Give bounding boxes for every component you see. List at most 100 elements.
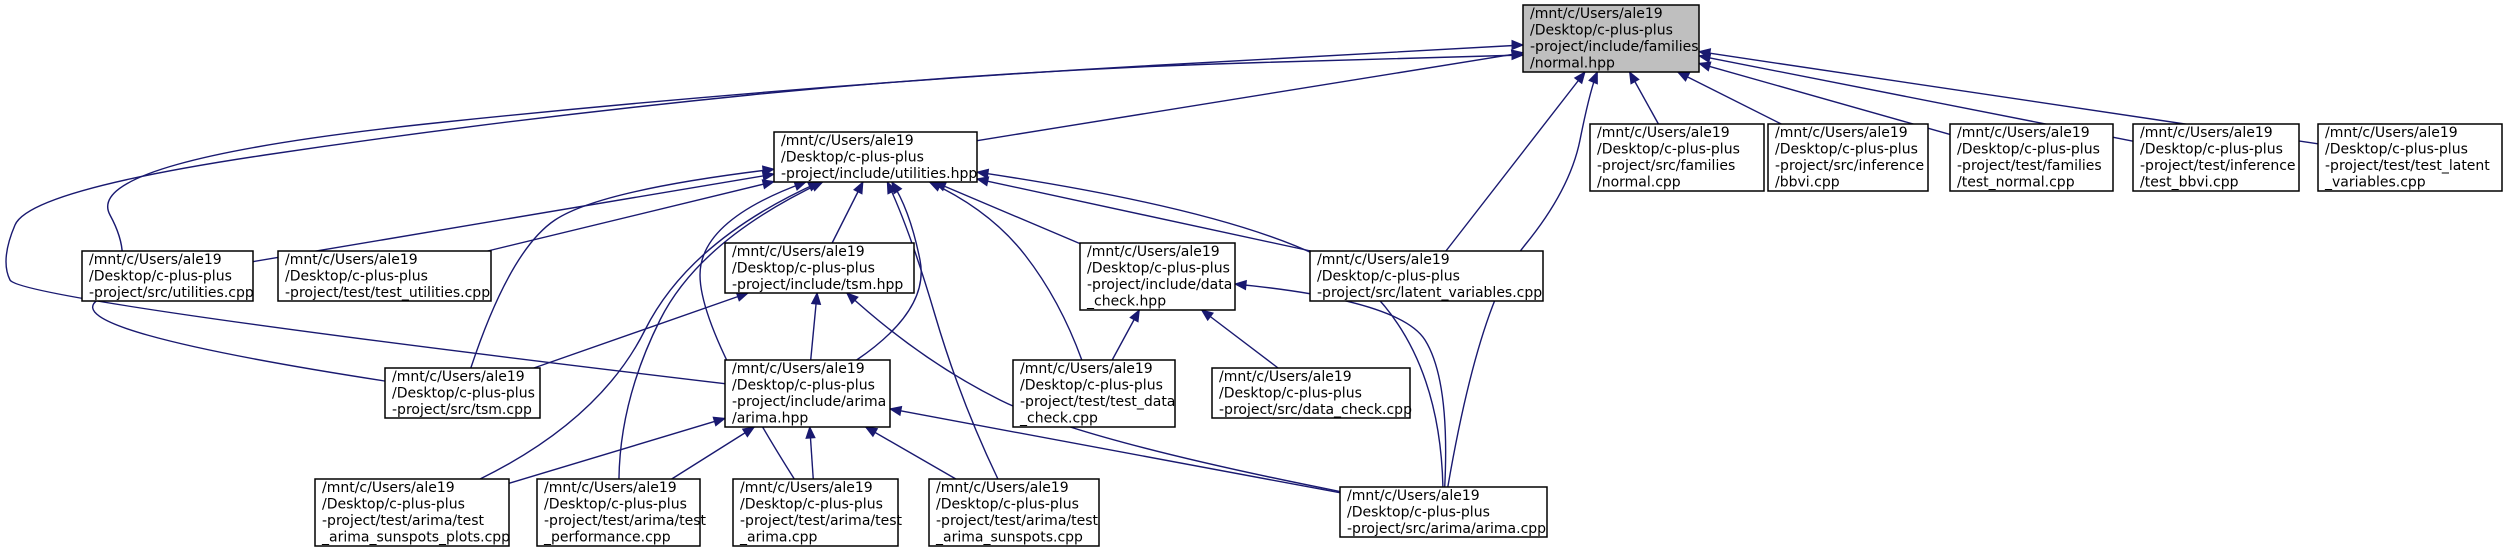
edge-root-to-src_latent — [1445, 71, 1586, 252]
edge-utilities_hpp-to-src_utilities — [252, 173, 775, 263]
node-label-line: _check.cpp — [1019, 411, 1098, 427]
node-label-line: _performance.cpp — [543, 530, 671, 546]
node-box — [1589, 123, 1765, 192]
node-test_inference_bbvi[interactable]: /mnt/c/Users/ale19/Desktop/c-plus-plus-p… — [2132, 123, 2300, 192]
node-label-line: /mnt/c/Users/ale19 — [732, 361, 865, 377]
edge-tsm_hpp-to-src_tsm — [533, 292, 749, 369]
node-box — [314, 478, 510, 547]
node-label-line: -project/src/latent_variables.cpp — [1317, 285, 1542, 301]
node-src_tsm[interactable]: /mnt/c/Users/ale19/Desktop/c-plus-plus-p… — [384, 367, 541, 419]
node-box — [536, 478, 701, 547]
node-label-line: /Desktop/c-plus-plus — [740, 497, 883, 513]
node-label-line: -project/include/arima — [732, 394, 886, 410]
node-box — [724, 242, 915, 294]
edge-utilities_hpp-to-data_check_hpp — [934, 181, 1081, 245]
arrowhead-utilities_hpp-to-src_latent — [975, 176, 990, 187]
node-box — [1339, 486, 1548, 538]
node-src_utilities[interactable]: /mnt/c/Users/ale19/Desktop/c-plus-plus-p… — [81, 250, 254, 302]
node-label-line: /test_normal.cpp — [1957, 175, 2075, 191]
node-label-line: /Desktop/c-plus-plus — [1020, 378, 1163, 394]
edge-root-to-utilities_hpp — [976, 51, 1524, 142]
node-label-line: /mnt/c/Users/ale19 — [1317, 252, 1450, 268]
edge-arima_hpp-to-test_sunspots_plots — [508, 417, 726, 484]
arrowhead-root-to-src_tsm — [1511, 39, 1525, 51]
arrowhead-root-to-test_latent — [1697, 48, 1712, 59]
arrowhead-data_check_hpp-to-test_data_check — [1129, 308, 1140, 323]
arrowhead-data_check_hpp-to-src_arima — [1233, 279, 1247, 291]
node-label-line: -project/test/arima/test — [322, 513, 485, 529]
node-label-line: /Desktop/c-plus-plus — [1347, 504, 1490, 520]
node-label-line: -project/src/arima/arima.cpp — [1347, 521, 1546, 537]
node-data_check_hpp[interactable]: /mnt/c/Users/ale19/Desktop/c-plus-plus-p… — [1079, 242, 1236, 311]
node-root[interactable]: /mnt/c/Users/ale19/Desktop/c-plus-plus-p… — [1522, 4, 1700, 73]
edge-arima_hpp-to-test_sunspots — [865, 426, 957, 480]
node-label-line: /Desktop/c-plus-plus — [285, 268, 428, 284]
node-test_utilities[interactable]: /mnt/c/Users/ale19/Desktop/c-plus-plus-p… — [277, 250, 492, 302]
arrowhead-root-to-src_arima — [1588, 70, 1598, 85]
arrowhead-utilities_hpp-to-test_sunspots — [886, 180, 897, 195]
node-label-line: /mnt/c/Users/ale19 — [936, 480, 1069, 496]
node-box — [1767, 123, 1929, 192]
node-utilities_hpp[interactable]: /mnt/c/Users/ale19/Desktop/c-plus-plus-p… — [773, 131, 978, 183]
node-box — [1211, 367, 1411, 419]
node-label-line: -project/test/arima/test — [936, 513, 1099, 529]
node-arima_hpp[interactable]: /mnt/c/Users/ale19/Desktop/c-plus-plus-p… — [724, 359, 891, 428]
node-src_data_check[interactable]: /mnt/c/Users/ale19/Desktop/c-plus-plus-p… — [1211, 367, 1412, 419]
node-box — [1949, 123, 2114, 192]
arrowhead-utilities_hpp-to-src_tsm — [761, 165, 776, 176]
node-test_performance[interactable]: /mnt/c/Users/ale19/Desktop/c-plus-plus-p… — [536, 478, 707, 547]
node-box — [277, 250, 492, 302]
node-tsm_hpp[interactable]: /mnt/c/Users/ale19/Desktop/c-plus-plus-p… — [724, 242, 915, 294]
node-label-line: /Desktop/c-plus-plus — [732, 378, 875, 394]
arrowhead-root-to-src_families_normal — [1628, 70, 1640, 85]
node-box — [1522, 4, 1700, 73]
node-label-line: /mnt/c/Users/ale19 — [544, 480, 677, 496]
node-src_inference_bbvi[interactable]: /mnt/c/Users/ale19/Desktop/c-plus-plus-p… — [1767, 123, 1929, 192]
node-box — [724, 359, 891, 428]
node-src_families_normal[interactable]: /mnt/c/Users/ale19/Desktop/c-plus-plus-p… — [1589, 123, 1765, 192]
node-label-line: -project/include/tsm.hpp — [732, 277, 903, 293]
arrowhead-root-to-arima_hpp — [1511, 49, 1525, 61]
node-test_sunspots_plots[interactable]: /mnt/c/Users/ale19/Desktop/c-plus-plus-p… — [314, 478, 510, 547]
edge-utilities_hpp-to-src_arima — [976, 171, 1444, 488]
node-label-line: /Desktop/c-plus-plus — [732, 260, 875, 276]
node-test_sunspots[interactable]: /mnt/c/Users/ale19/Desktop/c-plus-plus-p… — [928, 478, 1100, 547]
node-test_latent[interactable]: /mnt/c/Users/ale19/Desktop/c-plus-plus-p… — [2317, 123, 2503, 192]
node-label-line: /mnt/c/Users/ale19 — [1775, 125, 1908, 141]
node-test_families_normal[interactable]: /mnt/c/Users/ale19/Desktop/c-plus-plus-p… — [1949, 123, 2114, 192]
node-box — [81, 250, 254, 302]
edge-utilities_hpp-to-test_utilities — [487, 180, 775, 252]
node-label-line: /mnt/c/Users/ale19 — [89, 252, 222, 268]
node-label-line: /Desktop/c-plus-plus — [1530, 23, 1673, 39]
edge-root-to-src_inference_bbvi — [1677, 71, 1782, 125]
node-label-line: /Desktop/c-plus-plus — [89, 268, 232, 284]
node-label-line: -project/include/data — [1087, 277, 1232, 293]
node-label-line: /test_bbvi.cpp — [2140, 175, 2239, 191]
node-label-line: -project/src/utilities.cpp — [89, 285, 254, 301]
arrowhead-arima_hpp-to-test_arima — [805, 425, 816, 439]
arrowhead-data_check_hpp-to-src_data_check — [1200, 309, 1214, 322]
edge-arima_hpp-to-src_arima — [889, 408, 1341, 494]
node-src_arima[interactable]: /mnt/c/Users/ale19/Desktop/c-plus-plus-p… — [1339, 486, 1548, 538]
node-label-line: _check.hpp — [1086, 294, 1166, 310]
node-box — [928, 478, 1100, 547]
node-label-line: /mnt/c/Users/ale19 — [2140, 125, 2273, 141]
node-label-line: /mnt/c/Users/ale19 — [1219, 369, 1352, 385]
edge-root-to-src_arima — [1447, 71, 1598, 488]
arrowhead-utilities_hpp-to-tsm_hpp — [853, 180, 864, 195]
node-label-line: /mnt/c/Users/ale19 — [781, 133, 914, 149]
arrowhead-root-to-src_latent — [1573, 70, 1586, 85]
node-test_data_check[interactable]: /mnt/c/Users/ale19/Desktop/c-plus-plus-p… — [1012, 359, 1176, 428]
node-label-line: _arima.cpp — [739, 530, 817, 546]
node-label-line: /Desktop/c-plus-plus — [2325, 142, 2468, 158]
edge-utilities_hpp-to-test_sunspots — [886, 181, 999, 480]
node-box — [1309, 250, 1544, 302]
node-label-line: -project/test/families — [1957, 158, 2102, 174]
node-test_arima[interactable]: /mnt/c/Users/ale19/Desktop/c-plus-plus-p… — [732, 478, 903, 547]
arrowhead-utilities_hpp-to-test_utilities — [761, 179, 776, 190]
node-src_latent[interactable]: /mnt/c/Users/ale19/Desktop/c-plus-plus-p… — [1309, 250, 1544, 302]
node-label-line: /Desktop/c-plus-plus — [1219, 385, 1362, 401]
edge-root-to-test_families_normal — [1698, 62, 1951, 136]
arrowhead-utilities_hpp-to-test_data_check — [928, 181, 943, 192]
